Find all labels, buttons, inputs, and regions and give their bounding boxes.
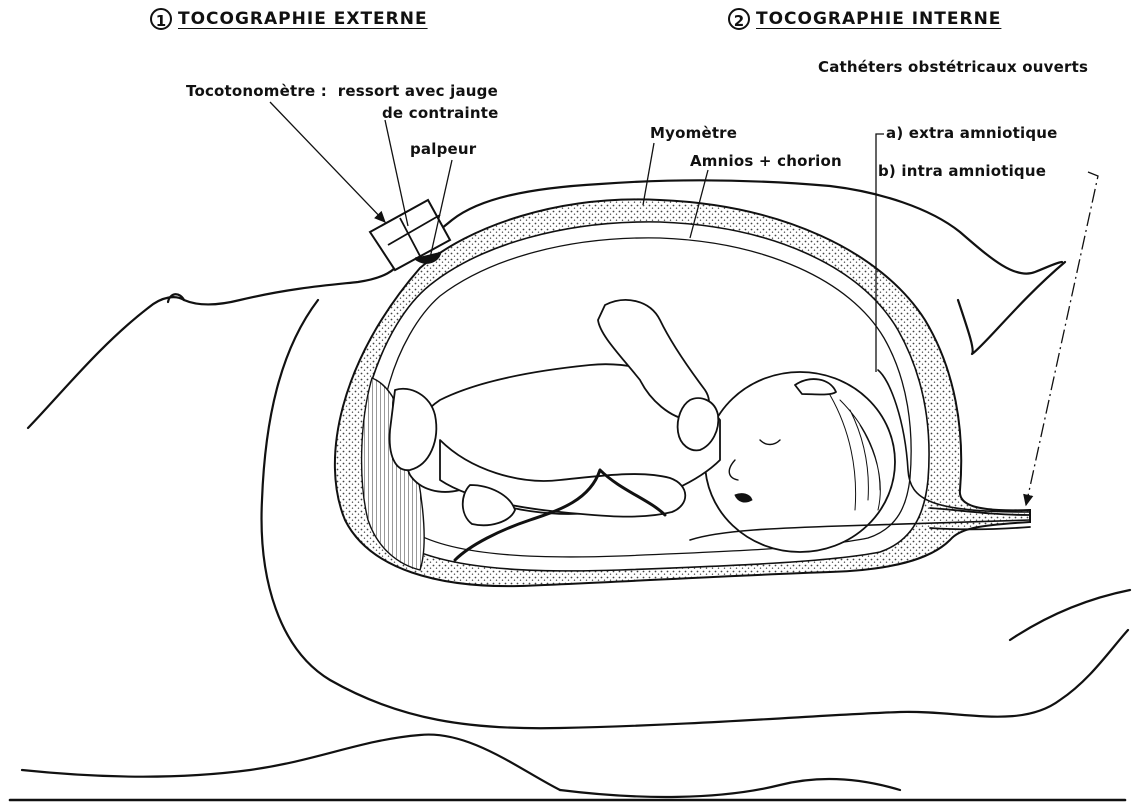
- label-myometre: Myomètre: [650, 124, 737, 142]
- header-title-interne: TOCOGRAPHIE INTERNE: [756, 9, 1001, 29]
- buttock-outline: [560, 779, 900, 797]
- label-palpeur: palpeur: [410, 140, 476, 158]
- thigh-outline: [22, 735, 560, 790]
- header-tocographie-interne: 2 TOCOGRAPHIE INTERNE: [728, 8, 1001, 30]
- header-title-externe: TOCOGRAPHIE EXTERNE: [178, 9, 428, 29]
- label-amnios-chorion: Amnios + chorion: [690, 152, 842, 170]
- label-tocotonometre: Tocotonomètre : ressort avec jauge: [186, 82, 498, 100]
- flank-outline: [958, 262, 1065, 354]
- label-extra-amniotique: a) extra amniotique: [886, 124, 1058, 142]
- leader-ressort: [385, 120, 408, 226]
- label-intra-amniotique: b) intra amniotique: [878, 162, 1046, 180]
- label-catheters: Cathéters obstétricaux ouverts: [818, 58, 1088, 76]
- arrow-tocotonometre: [270, 102, 385, 222]
- leader-intra-amniotique: [1026, 172, 1098, 505]
- back-outline: [1010, 590, 1130, 640]
- header-number-2: 2: [728, 8, 750, 30]
- label-de-contrainte: de contrainte: [382, 104, 498, 122]
- header-number-1: 1: [150, 8, 172, 30]
- header-tocographie-externe: 1 TOCOGRAPHIE EXTERNE: [150, 8, 428, 30]
- leader-myometre: [643, 143, 654, 205]
